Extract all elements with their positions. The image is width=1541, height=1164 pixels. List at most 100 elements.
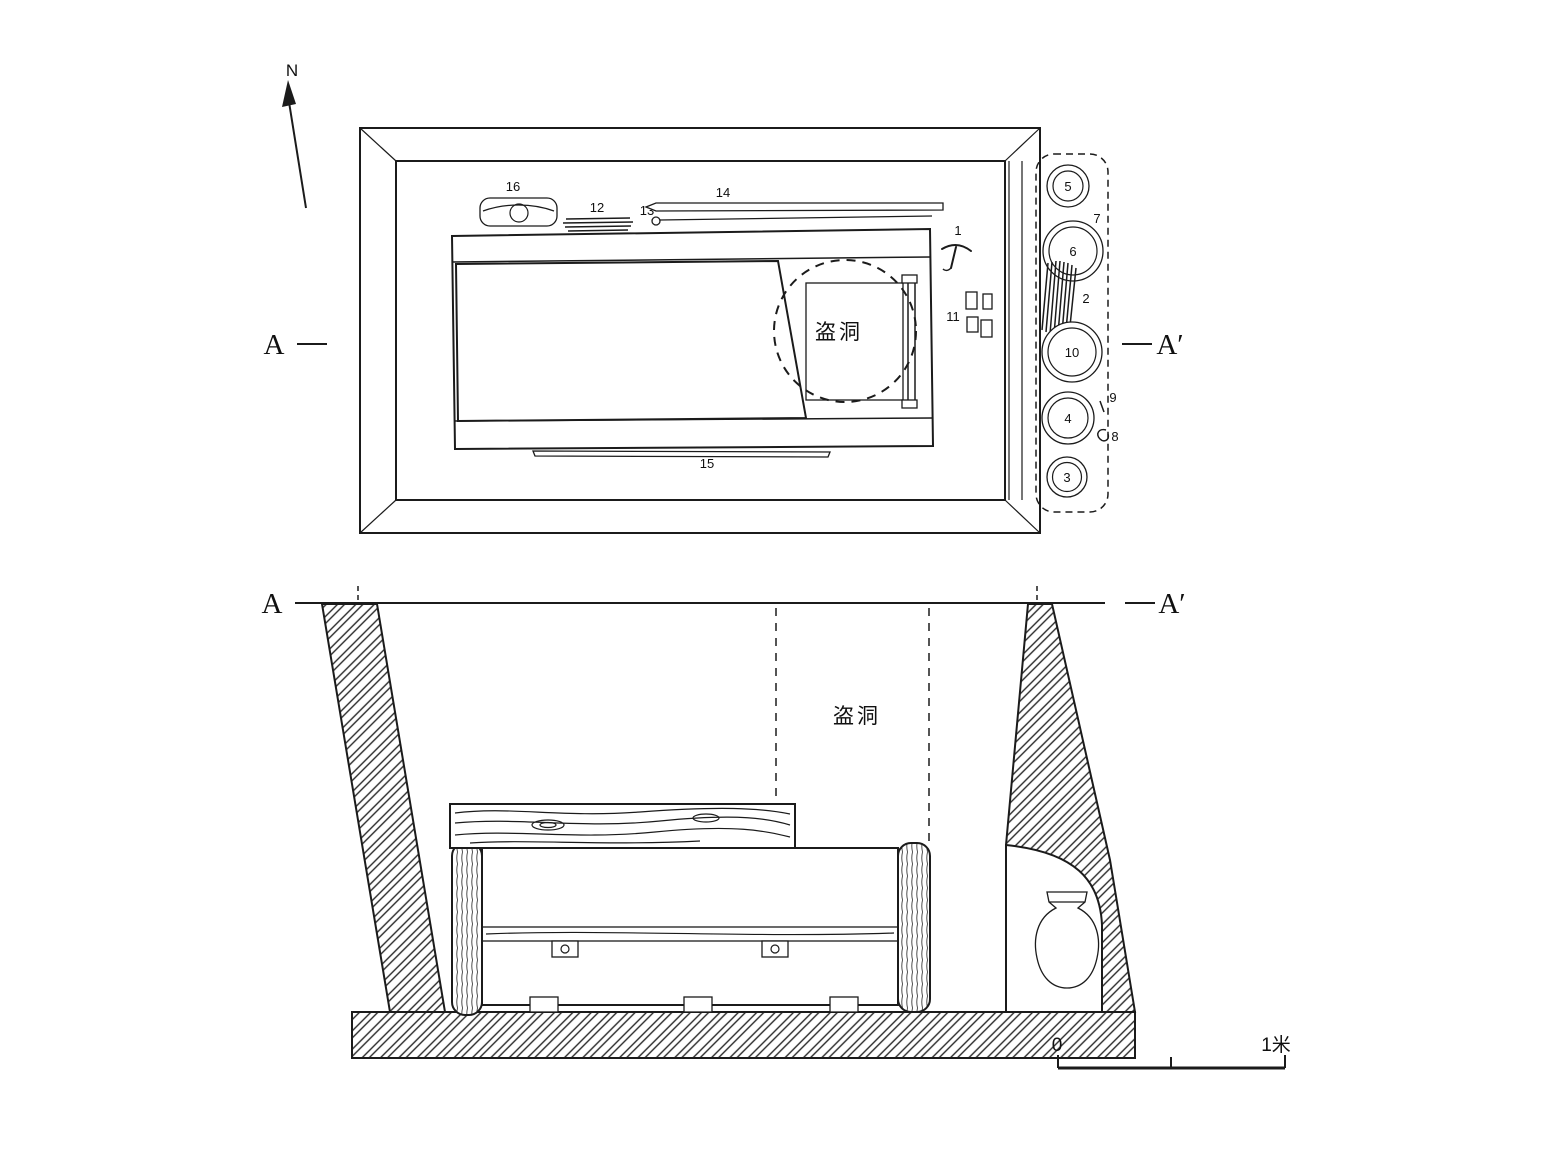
artifact-2-stick (1057, 261, 1065, 335)
plank-grain-4 (469, 840, 701, 844)
end-board-bracket-bottom (901, 399, 918, 409)
artifact-12: 12 (562, 200, 634, 232)
vessel-3-inner (1051, 461, 1083, 493)
robber-hole-label-section: 盗洞 (833, 705, 881, 728)
north-arrow-shaft (288, 101, 307, 209)
artifact-12-label: 12 (590, 200, 604, 215)
artifact-12-stick-4 (567, 229, 629, 232)
pit-corner-line-nw (359, 127, 397, 162)
artifact-2-label: 2 (1082, 291, 1089, 306)
artifact-15: 15 (532, 450, 831, 471)
pit-inner-edge (395, 160, 1006, 501)
scale-zero-label: 0 (1052, 1035, 1063, 1056)
artifact-11: 11 (946, 291, 993, 338)
artifact-12-stick-3 (564, 225, 632, 228)
north-arrow: N (282, 61, 307, 209)
artifact-12-stick-2 (562, 221, 634, 224)
plank-knot-2 (692, 813, 720, 823)
artifact-7-label: 7 (1093, 211, 1100, 226)
robber-hole-plan: 盗洞 (773, 259, 917, 403)
artifact-2-stick (1065, 264, 1073, 331)
artifact-11-plaque-2 (982, 293, 993, 310)
section-line-marks-section: A A′ (262, 586, 1186, 621)
artifact-12-stick-1 (565, 217, 631, 220)
artifact-2-stick (1069, 267, 1077, 327)
artifact-14-label: 14 (716, 185, 730, 200)
artifact-13-shaft (659, 215, 933, 221)
artifact-8: 8 (1097, 428, 1119, 444)
pit-outer-edge (359, 127, 1041, 534)
robber-hole-section: 盗洞 (775, 608, 930, 842)
artifact-11-plaque-1 (965, 291, 978, 310)
robber-hole-outline-plan (773, 259, 917, 403)
artifact-2-stick (1041, 262, 1049, 331)
artifact-16: 16 (479, 179, 558, 227)
section-line-marks-plan: A A′ (264, 329, 1184, 361)
artifact-16-lid-line (482, 204, 555, 212)
artifact-9: 9 (1099, 390, 1117, 413)
vessel-6-outer (1042, 220, 1104, 282)
artifact-1-foot (942, 267, 952, 272)
plank-knot-outer (531, 819, 565, 831)
artifact-16-box (479, 197, 558, 227)
artifact-16-label: 16 (506, 179, 520, 194)
plank-grain-1 (454, 807, 791, 815)
vessel-3-label: 3 (1063, 470, 1070, 485)
vessel-4-inner (1047, 397, 1089, 439)
plank-grain-3 (454, 827, 791, 838)
vessel-5-label: 5 (1064, 179, 1071, 194)
artifact-14-rod (644, 202, 944, 212)
artifact-8-coil (1097, 428, 1110, 442)
pit-frame-plan (359, 127, 1041, 534)
artifact-14: 14 (644, 185, 944, 212)
artifact-zone-boundary (1035, 153, 1109, 513)
artifact-9-glyph (1099, 400, 1105, 413)
vessel-10-outer (1041, 321, 1103, 383)
north-arrow-head-icon (282, 80, 296, 107)
artifact-13-ring (651, 216, 661, 226)
niche (1005, 843, 1103, 1013)
scale-bar: 0 1米 (1052, 1034, 1291, 1070)
pit-corner-line-sw (359, 499, 397, 534)
artifact-11-plaque-4 (980, 319, 993, 338)
section-mark-a-section: A (262, 588, 283, 620)
vessel-10-label: 10 (1065, 345, 1079, 360)
earth-floor-band (351, 1011, 1136, 1059)
artifact-15-rod (532, 450, 831, 458)
coffin-end-board-right (897, 842, 931, 1013)
artifact-11-plaque-3 (966, 316, 979, 333)
coffin-end-board-left (451, 842, 483, 1016)
artifact-1-label: 1 (954, 223, 961, 238)
robber-hole-label-plan: 盗洞 (815, 321, 863, 344)
artifact-9-label: 9 (1109, 390, 1116, 405)
earth-wall-left (320, 603, 447, 1013)
scale-max-label: 1米 (1261, 1034, 1291, 1056)
pit-corner-line-ne (1004, 127, 1041, 162)
coffin-foot-3 (829, 996, 859, 1013)
artifact-2-stick (1053, 260, 1061, 336)
artifact-8-label: 8 (1111, 429, 1118, 444)
end-board-bracket-top (901, 274, 918, 284)
divider-cleat-right (761, 940, 789, 958)
artifact-11-label: 11 (946, 309, 960, 324)
divider-cleat-left-dowel (560, 944, 570, 954)
coffin-foot-1 (529, 996, 559, 1013)
vessel-4-plan: 4 (1041, 391, 1095, 445)
artifact-1: 1 (941, 223, 972, 272)
artifact-2-bundle: 2 (1041, 260, 1090, 336)
vessel-4-outer (1041, 391, 1095, 445)
artifact-2-stick (1049, 260, 1057, 335)
vessel-6-inner (1048, 226, 1098, 276)
vessel-5-plan: 5 (1046, 164, 1090, 208)
divider-grain-line (485, 931, 895, 936)
vessel-10-plan: 10 (1041, 321, 1103, 383)
section-mark-a-plan: A (264, 329, 285, 361)
vessel-4-label: 4 (1064, 411, 1071, 426)
artifact-16-knob (509, 203, 529, 223)
artifact-1-stem (950, 246, 957, 269)
north-label: N (286, 61, 298, 80)
coffin-top-plank (449, 803, 796, 849)
pit-corner-line-se (1004, 499, 1041, 534)
